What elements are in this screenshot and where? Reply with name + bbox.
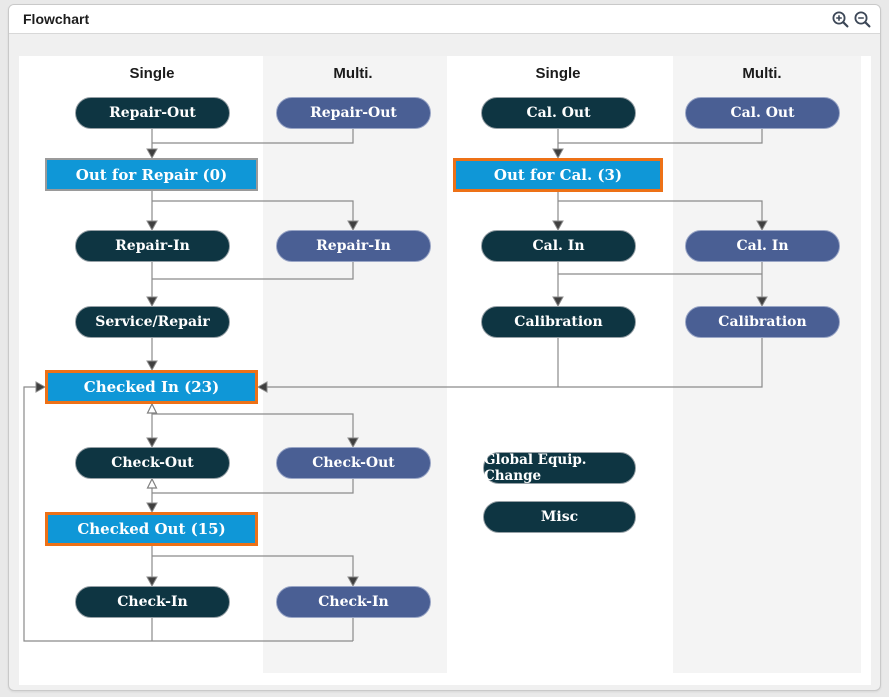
node-check-out-multi[interactable]: Check-Out [276, 447, 431, 479]
column-header-cal-single: Single [535, 65, 581, 82]
arrowhead-into-calibration-single [552, 296, 564, 308]
flowchart-canvas: Single Multi. Single Multi. [19, 56, 871, 685]
node-calibration-multi[interactable]: Calibration [685, 306, 840, 338]
page-title: Flowchart [23, 11, 90, 27]
arrowhead-into-check-in-single [146, 576, 158, 588]
multi-column-background-right [673, 56, 861, 673]
arrowhead-into-checked-in-left [35, 381, 47, 393]
title-bar: Flowchart [9, 5, 880, 34]
node-repair-in-single[interactable]: Repair-In [75, 230, 230, 262]
arrowhead-into-checked-out [146, 502, 158, 514]
arrowhead-into-check-out-single [146, 437, 158, 449]
column-header-repair-single: Single [129, 65, 175, 82]
node-check-out-single[interactable]: Check-Out [75, 447, 230, 479]
node-check-in-single[interactable]: Check-In [75, 586, 230, 618]
status-out-for-repair[interactable]: Out for Repair (0) [45, 158, 258, 191]
arrowhead-into-out-for-repair [146, 148, 158, 160]
node-misc[interactable]: Misc [483, 501, 636, 533]
node-cal-in-multi[interactable]: Cal. In [685, 230, 840, 262]
node-global-equip-change[interactable]: Global Equip. Change [483, 452, 636, 484]
arrowhead-into-service-repair [146, 296, 158, 308]
node-repair-out-multi[interactable]: Repair-Out [276, 97, 431, 129]
return-arrowhead-into-checked-in [146, 402, 158, 414]
column-header-cal-multi: Multi. [742, 65, 782, 82]
return-arrowhead-into-check-out [146, 477, 158, 489]
node-cal-in-single[interactable]: Cal. In [481, 230, 636, 262]
arrowhead-into-checked-in-top [146, 360, 158, 372]
node-repair-in-multi[interactable]: Repair-In [276, 230, 431, 262]
node-cal-out-multi[interactable]: Cal. Out [685, 97, 840, 129]
status-checked-in[interactable]: Checked In (23) [45, 370, 258, 404]
zoom-out-button[interactable] [852, 9, 872, 29]
arrowhead-into-out-for-cal [552, 148, 564, 160]
node-cal-out-single[interactable]: Cal. Out [481, 97, 636, 129]
multi-column-background-left [263, 56, 447, 673]
node-service-repair[interactable]: Service/Repair [75, 306, 230, 338]
arrowhead-into-repair-in-single [146, 220, 158, 232]
arrowhead-into-cal-in-single [552, 220, 564, 232]
node-repair-out-single[interactable]: Repair-Out [75, 97, 230, 129]
magnifier-minus-icon [854, 11, 870, 27]
flowchart-window: Flowchart Single Multi. Single Multi. [8, 4, 881, 691]
node-check-in-multi[interactable]: Check-In [276, 586, 431, 618]
zoom-in-button[interactable] [830, 9, 850, 29]
status-out-for-cal[interactable]: Out for Cal. (3) [453, 158, 663, 192]
column-header-repair-multi: Multi. [333, 65, 373, 82]
status-checked-out[interactable]: Checked Out (15) [45, 512, 258, 546]
node-calibration-single[interactable]: Calibration [481, 306, 636, 338]
magnifier-plus-icon [832, 11, 848, 27]
